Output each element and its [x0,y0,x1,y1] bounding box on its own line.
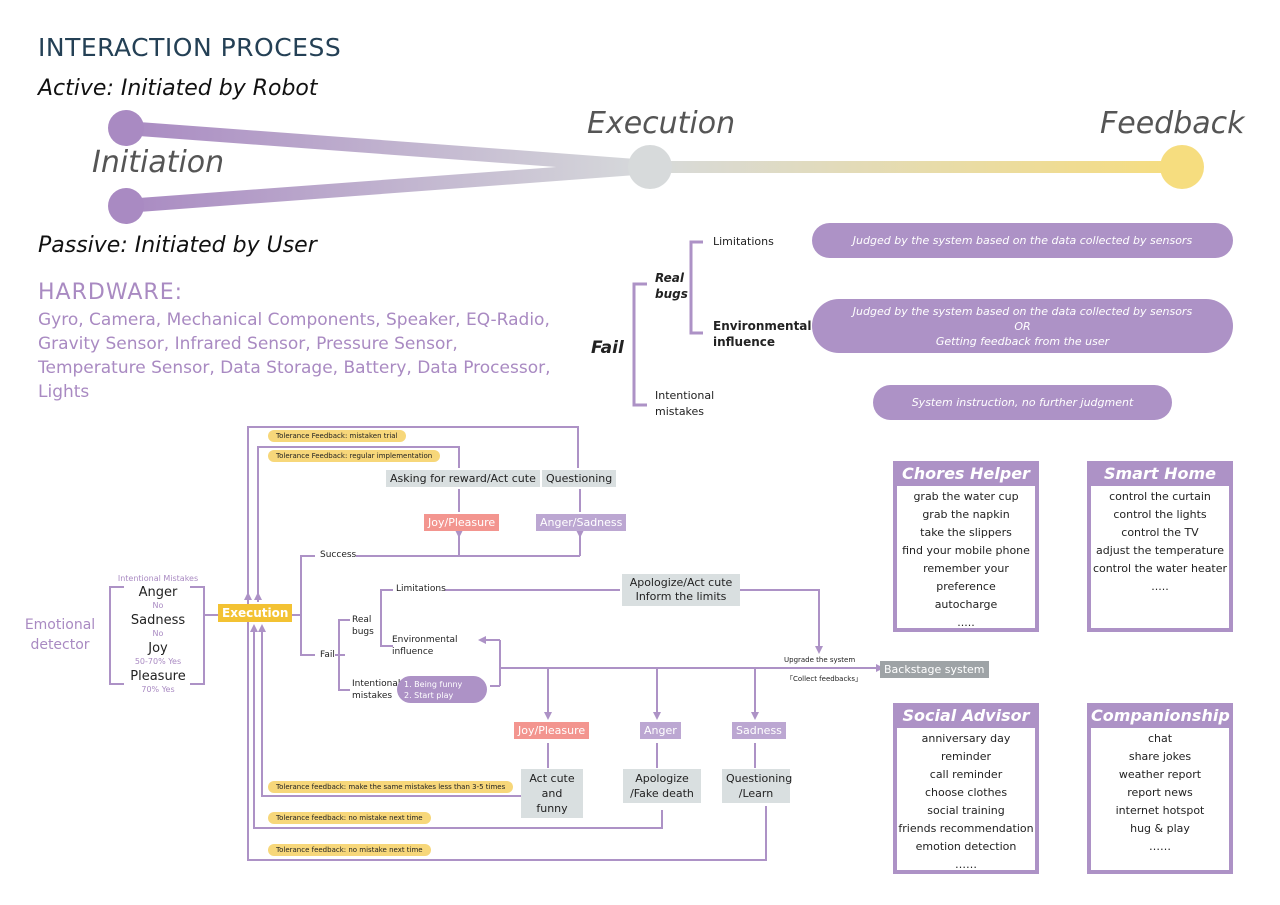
fail-bracket [632,282,647,407]
card-companionship: Companionship chat share jokes weather r… [1087,703,1233,874]
execution-label: Execution [587,106,736,141]
list-item: control the water heater [1092,562,1228,575]
emotion-pleasure: Pleasure [130,669,186,684]
list-item: hug & play [1130,822,1190,835]
list-item: call reminder [929,768,1003,781]
intentional-mistakes-label: Intentional Mistakes [117,574,199,583]
tolerance-badge-2: Tolerance Feedback: regular implementati… [268,450,441,462]
list-item: adjust the temperature [1096,544,1224,557]
questioning-box: Questioning [542,470,617,487]
execution-node [628,145,672,189]
intentional-label: Intentional mistakes [352,679,401,701]
apologize-fake-box: Apologize /Fake death [623,769,701,803]
list-item: ..... [1151,580,1169,593]
emotion-joy: Joy [148,641,168,656]
execution-box: Execution [218,604,293,622]
emotion-anger: Anger [138,585,178,600]
list-item: internet hotspot [1115,804,1205,817]
collect-label: 「Collect feedbacks」 [786,675,862,683]
fail-tree-real-bugs: Real bugs [655,271,688,301]
list-item: take the slippers [920,526,1012,539]
list-item: …… [955,858,977,871]
list-item: weather report [1118,768,1202,781]
backstage-box: Backstage system [880,661,989,678]
fail-label: Fail [320,650,335,660]
timeline-lower-branch [126,160,650,213]
judge-pill-1: Judged by the system based on the data c… [812,223,1233,258]
tolerance-badge-5: Tolerance feedback: no mistake next time [268,844,431,856]
card-social-advisor: Social Advisor anniversary day reminder … [893,703,1039,874]
list-item: control the TV [1121,526,1199,539]
fail-tree-limitations: Limitations [713,235,774,248]
emotion-sadness: Sadness [130,613,186,628]
list-item: control the lights [1113,508,1207,521]
questioning-learn-box: Questioning /Learn [722,769,792,803]
list-item: anniversary day reminder [921,732,1011,763]
list-item: share jokes [1128,750,1192,763]
judge-pill-2: Judged by the system based on the data c… [812,299,1233,353]
fail-tree-environmental: Environmental influence [713,319,812,349]
feedback-label: Feedback [1100,106,1245,141]
card-smart-home: Smart Home control the curtain control t… [1087,461,1233,632]
card-title: Social Advisor [897,703,1035,728]
act-cute-box: Act cute and funny [521,769,583,818]
environmental-label: Environmental influence [392,635,458,657]
list-item: social training [927,804,1005,817]
anger-box: Anger [640,722,681,739]
joy-pleasure-box-2: Joy/Pleasure [514,722,590,739]
limitations-label: Limitations [396,584,446,594]
list-item: …… [1149,840,1171,853]
timeline-upper-branch [126,121,650,174]
hardware-title: HARDWARE: [38,280,184,305]
passive-label: Passive: Initiated by User [38,233,317,258]
sadness-box: Sadness [732,722,786,739]
card-title: Companionship [1091,703,1230,728]
tolerance-badge-3: Tolerance feedback: make the same mistak… [268,781,514,793]
card-title: Chores Helper [897,461,1035,486]
initiation-label: Initiation [92,145,225,180]
hardware-text: Gyro, Camera, Mechanical Components, Spe… [38,310,551,402]
anger-sadness-box: Anger/Sadness [536,514,627,531]
tolerance-badge-4: Tolerance feedback: no mistake next time [268,812,431,824]
page-title: INTERACTION PROCESS [38,33,342,62]
active-node [108,110,144,146]
joy-pleasure-box: Joy/Pleasure [424,514,500,531]
list-item: chat [1147,732,1173,745]
list-item: grab the napkin [922,508,1010,521]
list-item: choose clothes [924,786,1008,799]
list-item: remember your preference [923,562,1009,593]
list-item: grab the water cup [913,490,1019,503]
real-bugs-label: Real bugs [352,615,374,637]
list-item: emotion detection [915,840,1017,853]
timeline-main-bar [650,161,1182,173]
emotional-detector-label: Emotional detector [24,617,96,653]
judge-pill-3: System instruction, no further judgment [873,385,1172,420]
list-item: ..... [957,616,975,629]
emotion-list: Anger No Sadness No Joy 50-70% Yes Pleas… [118,586,198,696]
ask-reward-box: Asking for reward/Act cute [386,470,540,487]
real-bugs-bracket [689,240,703,335]
list-item: control the curtain [1109,490,1211,503]
tolerance-badge-1: Tolerance Feedback: mistaken trial [268,430,406,442]
passive-node [108,188,144,224]
active-label: Active: Initiated by Robot [38,76,318,101]
upgrade-label: Upgrade the system [784,656,856,664]
list-item: friends recommendation [898,822,1034,835]
card-chores-helper: Chores Helper grab the water cup grab th… [893,461,1039,632]
card-title: Smart Home [1091,461,1229,486]
feedback-node [1160,145,1204,189]
success-label: Success [320,550,357,560]
list-item: find your mobile phone [902,544,1030,557]
fail-tree-fail: Fail [591,338,624,358]
list-item: report news [1127,786,1193,799]
fail-tree-intentional: Intentional mistakes [655,389,715,418]
list-item: autocharge [934,598,998,611]
